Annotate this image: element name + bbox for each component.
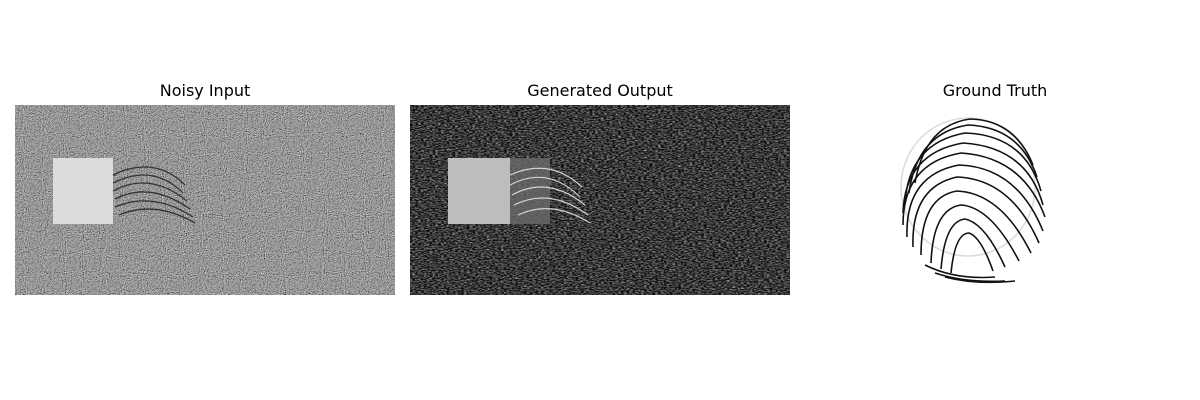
panel-title-generated-output: Generated Output	[527, 81, 673, 100]
noisy-input-image	[15, 105, 395, 295]
generated-output-image	[410, 105, 790, 295]
fingerprint	[900, 117, 1046, 284]
output-ridges	[509, 167, 591, 224]
input-patch	[53, 158, 113, 224]
panel-title-ground-truth: Ground Truth	[942, 81, 1048, 100]
input-ridges	[112, 166, 196, 224]
ground-truth-image	[805, 105, 1185, 295]
panel-title-noisy-input: Noisy Input	[159, 81, 251, 100]
output-patch	[448, 158, 510, 224]
